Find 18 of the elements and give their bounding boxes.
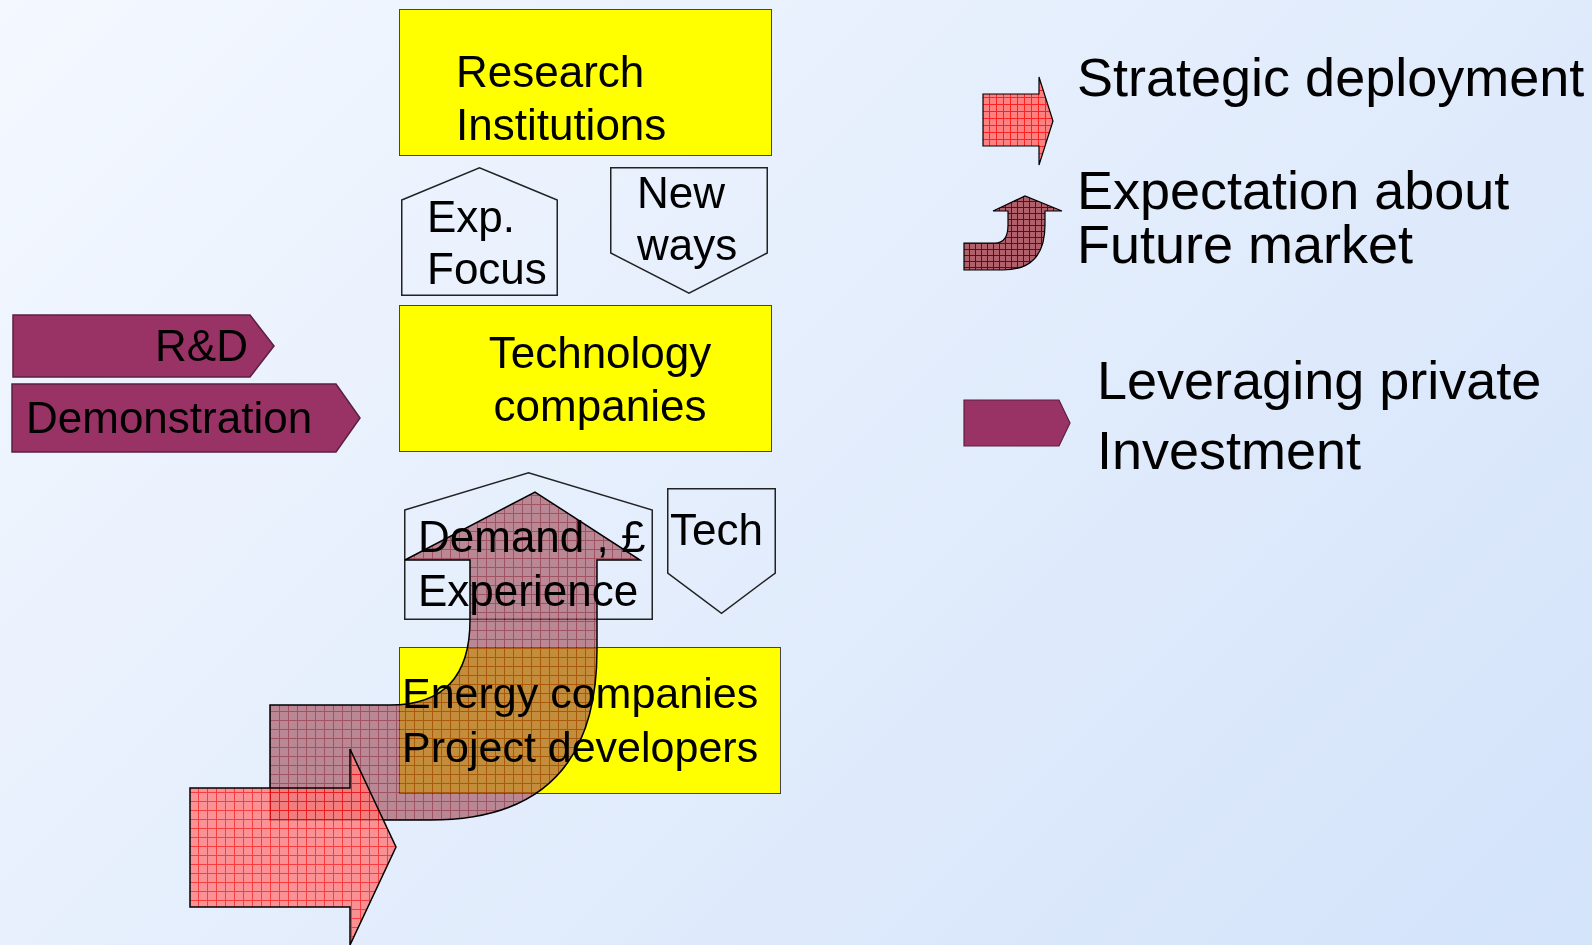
- node-label: Research Institutions: [456, 46, 668, 151]
- arrow-shape: [12, 384, 360, 452]
- node-label: R&D: [154, 320, 248, 372]
- pentagon-shape: [667, 488, 776, 614]
- block-arrow: [189, 748, 397, 945]
- node-label: New ways: [637, 167, 739, 271]
- legend-label: Leveraging private Investment: [1097, 349, 1543, 482]
- process-box: [399, 305, 772, 452]
- node-label: Demonstration: [26, 392, 314, 444]
- process-box: [399, 9, 772, 156]
- curved-arrow: [269, 491, 641, 821]
- arrow-shape: [13, 315, 274, 377]
- legend-label: Expectation about Future market: [1077, 163, 1511, 271]
- pentagon-shape: [401, 167, 558, 296]
- node-label: Technology companies: [487, 327, 713, 432]
- pentagon-shape: [610, 167, 768, 294]
- node-label: Tech: [670, 504, 764, 556]
- node-label: Exp. Focus: [427, 191, 548, 295]
